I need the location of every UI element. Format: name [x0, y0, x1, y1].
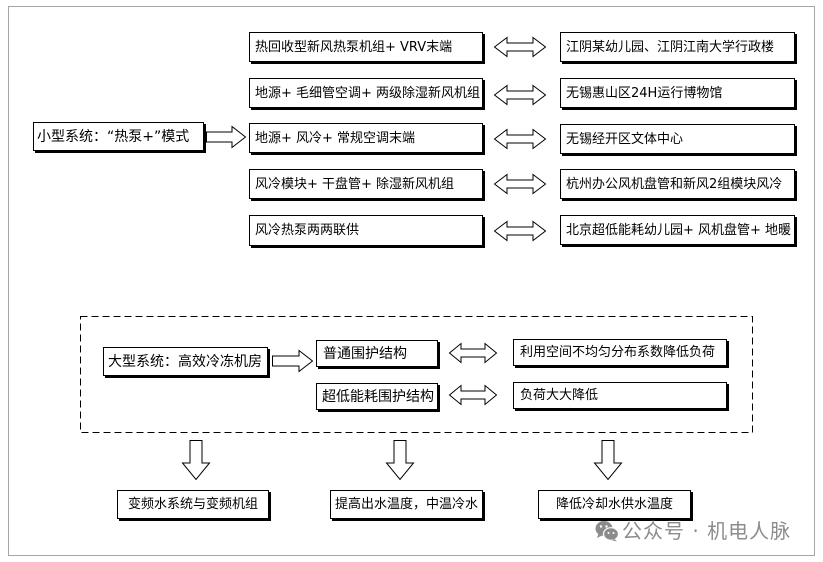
result-box-1: 利用空间不均匀分布系数降低负荷 [513, 339, 727, 366]
double-arrow-icon [493, 128, 547, 150]
double-arrow-icon [493, 84, 547, 106]
outer-frame [8, 6, 815, 556]
double-arrow-icon [448, 384, 498, 406]
project-box-1: 江阴某幼儿园、江阴江南大学行政楼 [560, 32, 795, 62]
scheme-box-5: 风冷热泵两两联供 [249, 215, 483, 246]
double-arrow-icon [448, 342, 498, 364]
measure-box-2: 提高出水温度，中温冷水 [330, 490, 483, 519]
project-box-4: 杭州办公风机盘管和新风2组模块风冷 [560, 169, 795, 199]
measure-box-3: 降低冷却水供水温度 [538, 490, 691, 519]
down-arrow-icon [385, 440, 415, 481]
measure-box-1: 变频水系统与变频机组 [117, 490, 269, 519]
project-box-2: 无锡惠山区24H运行博物馆 [560, 78, 795, 108]
large-system-box: 大型系统：高效冷冻机房 [103, 347, 268, 376]
scheme-box-3: 地源+ 风冷+ 常规空调末端 [249, 123, 483, 153]
down-arrow-icon [181, 440, 211, 481]
double-arrow-icon [493, 36, 547, 58]
right-arrow-icon [206, 125, 247, 149]
down-arrow-icon [593, 440, 623, 481]
envelope-box-1: 普通围护结构 [316, 340, 438, 367]
scheme-box-2: 地源+ 毛细管空调+ 两级除湿新风机组 [249, 78, 483, 108]
small-system-box: 小型系统：“热泵+”模式 [33, 122, 204, 151]
envelope-box-2: 超低能耗围护结构 [316, 383, 438, 410]
large-system-group-frame [80, 316, 753, 433]
double-arrow-icon [493, 173, 547, 195]
double-arrow-icon [493, 220, 547, 242]
project-box-3: 无锡经开区文体中心 [560, 124, 795, 154]
watermark-text: 公众号 · 机电人脉 [622, 519, 792, 543]
right-arrow-icon [272, 349, 314, 373]
scheme-box-4: 风冷模块+ 干盘管+ 除湿新风机组 [249, 169, 483, 199]
wechat-icon [595, 521, 619, 542]
result-box-2: 负荷大大降低 [513, 382, 727, 409]
project-box-5: 北京超低能耗幼儿园+ 风机盘管+ 地暖 [560, 215, 795, 245]
scheme-box-1: 热回收型新风热泵机组+ VRV末端 [249, 32, 483, 62]
